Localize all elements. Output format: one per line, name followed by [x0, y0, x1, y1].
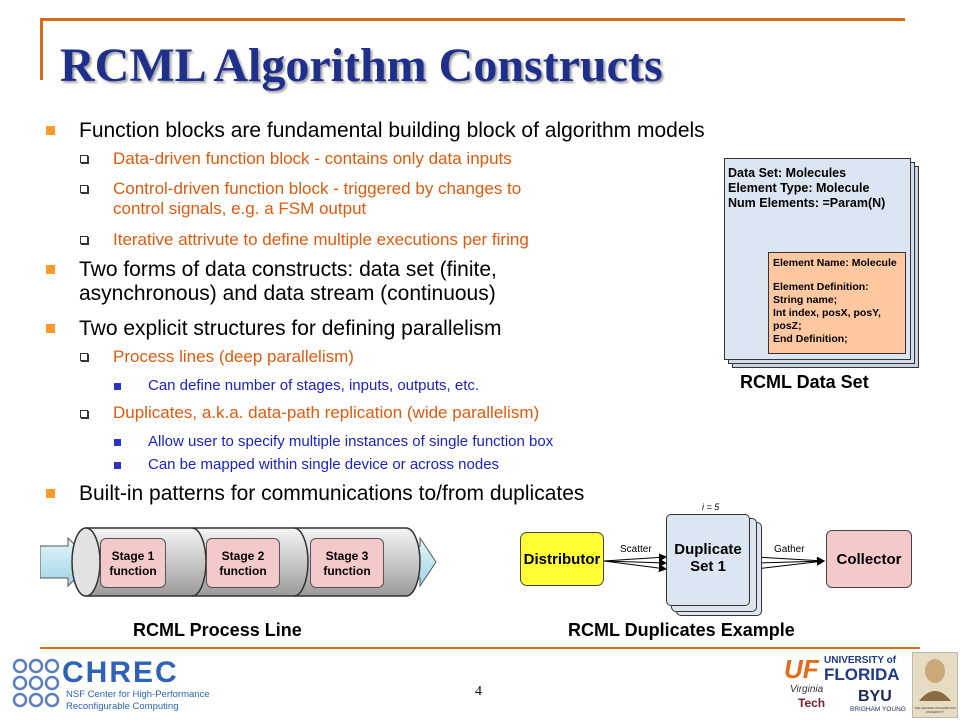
gwu-portrait-icon	[919, 659, 951, 701]
bullet-text: Can define number of stages, inputs, out…	[148, 377, 480, 394]
iteration-label: i = 5	[702, 502, 720, 512]
bullet-marker	[114, 439, 121, 446]
page-title: RCML Algorithm Constructs	[60, 39, 663, 92]
bullet-text: asynchronous) and data stream (continuou…	[79, 282, 496, 305]
vt-line1: Virginia	[790, 684, 824, 695]
stage-1-box: Stage 1 function	[100, 538, 166, 588]
distributor-box: Distributor	[520, 532, 604, 586]
bullet-text: Iterative attrivute to define multiple e…	[113, 230, 529, 249]
uf-logo: UF UNIVERSITY of FLORIDA	[784, 654, 909, 684]
dataset-name: Data Set: Molecules	[728, 166, 847, 180]
process-line-caption: RCML Process Line	[133, 620, 302, 640]
bullet-marker	[46, 489, 55, 498]
bullet-marker	[80, 410, 88, 418]
dataset-num-elements: Num Elements: =Param(N)	[728, 196, 886, 210]
element-field: posZ;	[773, 320, 802, 332]
gather-label: Gather	[774, 544, 805, 555]
bullet-marker	[80, 185, 88, 193]
bullet-text: Can be mapped within single device or ac…	[148, 456, 500, 473]
page-number: 4	[475, 684, 482, 699]
top-rule	[40, 18, 905, 21]
collector-box: Collector	[826, 530, 912, 588]
bullet-marker	[80, 155, 88, 163]
stage-2-box: Stage 2 function	[206, 538, 280, 588]
gwu-caption: THE GEORGE WASHINGTON UNIVERSITY	[914, 706, 956, 714]
stage-3-box: Stage 3 function	[310, 538, 384, 588]
bullet-text: Process lines (deep parallelism)	[113, 347, 354, 366]
uf-line2: FLORIDA	[824, 665, 900, 684]
pipe-end	[71, 527, 101, 597]
stage-3-label: Stage 3	[325, 549, 369, 563]
chrec-wordmark: CHREC	[62, 656, 179, 689]
duplicates-caption: RCML Duplicates Example	[568, 620, 795, 640]
bullet-text: Two explicit structures for defining par…	[79, 317, 502, 340]
stage-2-sublabel: function	[219, 564, 267, 578]
gather-line	[755, 556, 825, 565]
stage-1-sublabel: function	[109, 564, 157, 578]
bullet-marker	[80, 353, 88, 361]
stage-3-sublabel: function	[323, 564, 371, 578]
uf-monogram: UF	[784, 654, 819, 684]
bullet-text: Duplicates, a.k.a. data-path replication…	[113, 403, 540, 422]
scatter-line	[603, 558, 667, 567]
left-rule	[40, 18, 43, 80]
byu-wordmark: BYU	[858, 688, 892, 705]
element-field: Int index, posX, posY,	[773, 307, 881, 319]
stage-1-label: Stage 1	[111, 549, 155, 563]
byu-subtitle: BRIGHAM YOUNG	[850, 706, 906, 713]
dataset-figure: Data Set: Molecules Element Type: Molecu…	[724, 158, 924, 370]
dataset-element-type: Element Type: Molecule	[728, 181, 870, 195]
element-definition-box: Element Name: Molecule Element Definitio…	[768, 252, 906, 354]
bullet-marker	[46, 324, 55, 333]
bullet-text: Two forms of data constructs: data set (…	[79, 258, 497, 281]
dataset-caption: RCML Data Set	[740, 372, 869, 392]
bullet-text: Built-in patterns for communications to/…	[79, 482, 585, 505]
gwu-logo: THE GEORGE WASHINGTON UNIVERSITY	[912, 652, 958, 718]
gather-line	[755, 557, 825, 566]
chrec-subtitle: NSF Center for High-Performance	[66, 689, 210, 700]
bullet-text: Data-driven function block - contains on…	[113, 149, 512, 168]
bullet-marker	[114, 462, 121, 469]
byu-logo: BYU BRIGHAM YOUNG	[850, 688, 910, 716]
chrec-subtitle: Reconfigurable Computing	[66, 701, 179, 712]
vt-line2: Tech	[798, 696, 826, 710]
stage-2-label: Stage 2	[221, 549, 265, 563]
bullet-text: Control-driven function block - triggere…	[113, 179, 522, 198]
vt-logo: Virginia Tech	[790, 684, 840, 716]
scatter-label: Scatter	[620, 544, 652, 555]
duplicate-set-sublabel: Set 1	[690, 558, 726, 575]
bullet-marker	[46, 126, 55, 135]
bullet-text: control signals, e.g. a FSM output	[113, 199, 367, 218]
element-name: Element Name: Molecule	[773, 257, 897, 269]
scatter-line	[603, 553, 667, 562]
uf-line1: UNIVERSITY of	[824, 655, 897, 666]
bullet-marker	[80, 236, 88, 244]
duplicate-set-box: Duplicate Set 1	[666, 514, 750, 606]
bottom-rule	[40, 647, 920, 649]
pipe-divider	[293, 527, 309, 597]
bullet-marker	[46, 265, 55, 274]
chrec-logo-icon	[12, 658, 60, 708]
duplicates-connectors	[603, 553, 825, 573]
element-field: String name;	[773, 294, 838, 306]
bullet-text: Allow user to specify multiple instances…	[148, 433, 554, 450]
element-definition-label: Element Definition:	[773, 281, 869, 293]
bullet-text: Function blocks are fundamental building…	[79, 119, 705, 142]
scatter-line	[603, 560, 667, 573]
bullet-marker	[114, 383, 121, 390]
gather-line	[755, 557, 825, 570]
duplicate-set-label: Duplicate	[674, 541, 742, 558]
element-end: End Definition;	[773, 333, 848, 345]
